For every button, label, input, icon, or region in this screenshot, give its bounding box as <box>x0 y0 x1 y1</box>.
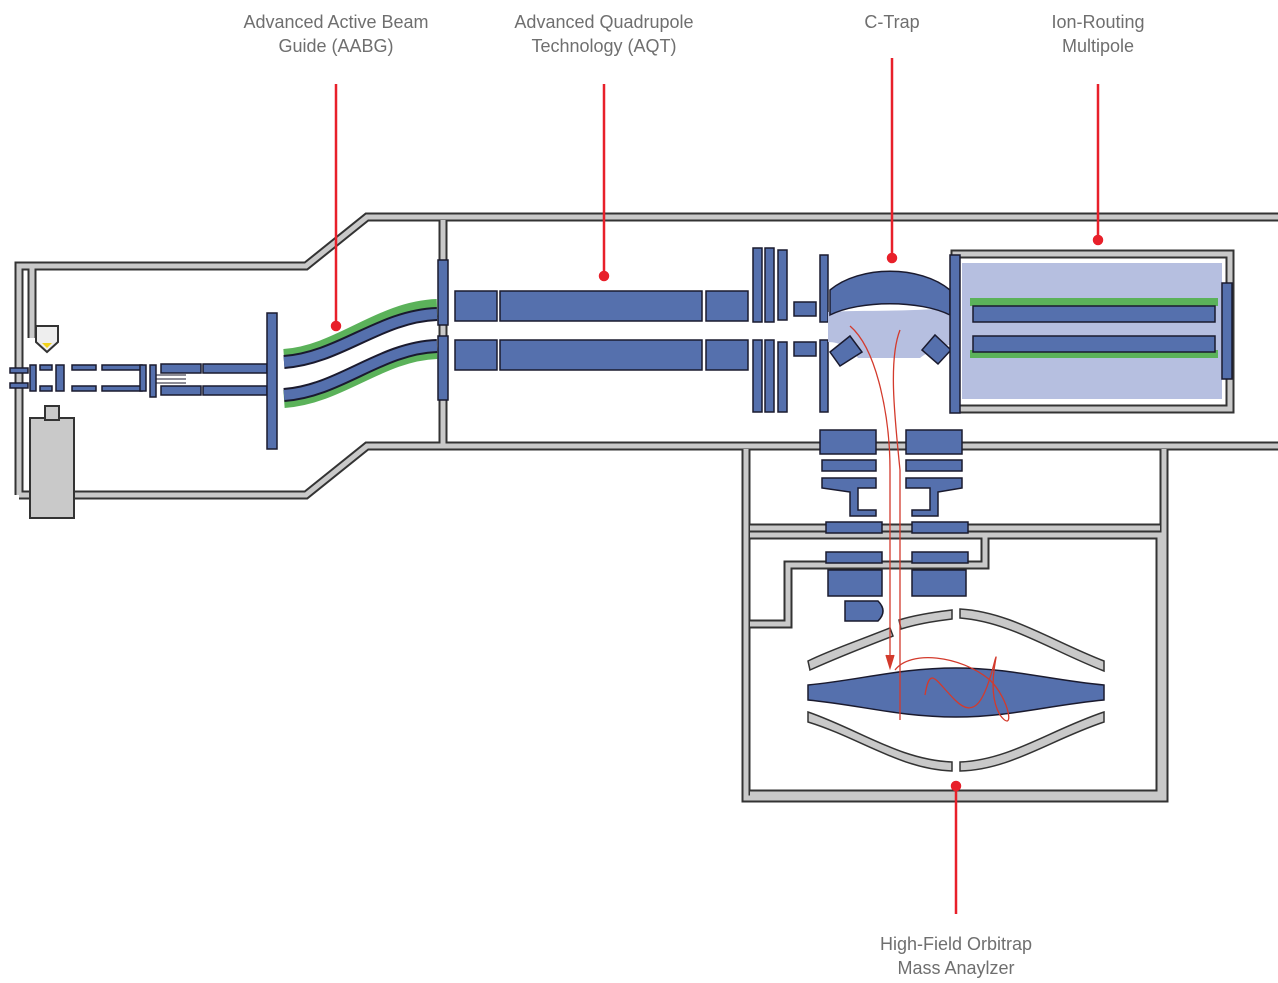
orbitrap-outer-electrode-bottom-left <box>807 710 953 772</box>
ctrap-label: C-Trap <box>812 10 972 34</box>
aqt-label-line1: Advanced Quadrupole <box>514 12 694 32</box>
c-trap-left-electrode <box>828 334 864 368</box>
irm-label-line2: Multipole <box>1061 36 1135 56</box>
skimmer-plate <box>266 312 278 450</box>
orbitrap-central-electrode <box>807 667 1105 718</box>
ion-source <box>9 312 278 519</box>
c-trap-ion-cloud <box>828 308 950 358</box>
orbitrap-label-line2: Mass Anaylzer <box>897 958 1015 978</box>
source-pump-neck <box>44 405 60 421</box>
aabg-label: Advanced Active Beam Guide (AABG) <box>206 10 466 58</box>
irm-label: Ion-Routing Multipole <box>998 10 1198 58</box>
ion-trajectory <box>849 325 1010 722</box>
orbitrap-label: High-Field Orbitrap Mass Anaylzer <box>836 932 1076 980</box>
emitter-icon <box>35 325 59 354</box>
ion-routing-multipole <box>949 254 1233 414</box>
ctrap-label-line1: C-Trap <box>864 12 920 32</box>
orbitrap-analyzer <box>807 608 1105 772</box>
orbitrap-outer-electrode-top-left <box>807 627 894 672</box>
source-pump-block <box>29 417 75 519</box>
aabg-label-line2: Guide (AABG) <box>278 36 394 56</box>
orbitrap-outer-electrode-bottom-right <box>959 710 1105 772</box>
orbitrap-injection-optics <box>819 429 969 622</box>
irm-label-line1: Ion-Routing <box>1051 12 1145 32</box>
aabg-label-line1: Advanced Active Beam <box>243 12 429 32</box>
c-trap <box>828 270 953 368</box>
callouts <box>330 58 1104 914</box>
aqt-quadrupole <box>437 259 749 401</box>
aqt-label: Advanced Quadrupole Technology (AQT) <box>474 10 734 58</box>
transfer-optics <box>752 247 829 413</box>
orbitrap-outer-electrode-top-right <box>959 608 1105 673</box>
c-trap-top-electrode <box>829 270 951 317</box>
aqt-label-line2: Technology (AQT) <box>531 36 677 56</box>
orbitrap-label-line1: High-Field Orbitrap <box>879 934 1033 954</box>
orbitrap-outer-electrode-top-mid <box>898 609 953 630</box>
aabg-beam-guide <box>283 299 438 408</box>
